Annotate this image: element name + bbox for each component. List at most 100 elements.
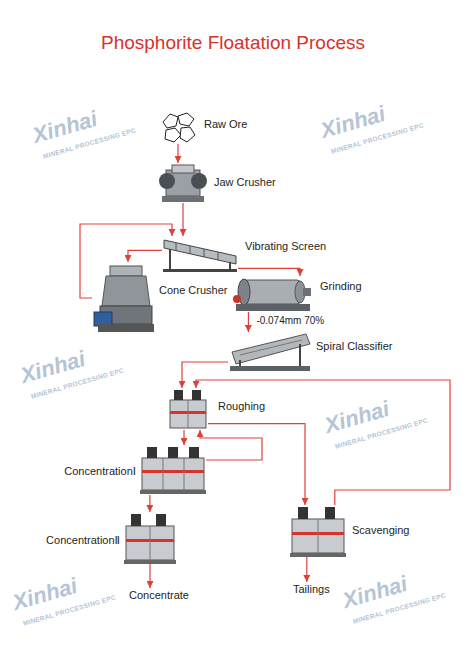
equipment-node: Roughing	[168, 388, 208, 430]
jaw-crusher-picture	[159, 165, 207, 202]
raw-ore-rocks	[163, 113, 195, 142]
equipment-node: Cone Crusher	[92, 262, 154, 334]
ball-mill-picture	[233, 279, 311, 311]
flotation-cell-picture	[290, 553, 346, 557]
vibrating-screen-picture	[169, 249, 171, 270]
cone-crusher-picture	[94, 312, 112, 326]
flow-arrow	[196, 380, 450, 505]
equipment-label: Vibrating Screen	[245, 240, 326, 253]
ball-mill-picture	[244, 280, 300, 304]
flotation-cell-picture	[170, 400, 206, 428]
output-label: Tailings	[290, 582, 333, 597]
flotation-cell-picture	[189, 447, 199, 458]
output-node: Tailings	[290, 582, 333, 597]
vibrating-screen-picture	[190, 246, 191, 254]
flow-arrow	[182, 203, 183, 236]
cone-crusher-picture	[98, 324, 154, 332]
flotation-cell-picture	[124, 514, 176, 564]
diagram-title: Phosphorite Floatation Process	[0, 32, 466, 54]
flotation-cell-picture	[124, 560, 176, 564]
vibrating-screen-picture	[229, 262, 231, 270]
flow-arrow	[238, 268, 300, 276]
flow-arrow	[183, 430, 184, 445]
flotation-cell-picture	[290, 507, 346, 557]
equipment-node: Spiral Classifier	[228, 332, 312, 372]
equipment-label: Grinding	[320, 280, 362, 293]
equipment-node: ConcentrationⅠ	[140, 445, 206, 495]
flotation-cell-picture	[188, 400, 189, 428]
jaw-crusher-picture	[172, 165, 194, 173]
equipment-node: Grinding	[232, 276, 314, 312]
jaw-crusher-picture	[162, 196, 204, 202]
vibrating-screen-picture	[164, 240, 236, 264]
equipment-label: Jaw Crusher	[214, 176, 276, 189]
spiral-classifier-picture	[230, 366, 310, 371]
flotation-cell-picture	[140, 447, 206, 494]
flotation-cell-picture	[168, 447, 178, 458]
flow-arrow	[208, 424, 305, 505]
equipment-label: Cone Crusher	[159, 284, 227, 297]
flotation-cell-picture	[192, 390, 201, 400]
equipment-node: Vibrating Screen	[162, 236, 238, 272]
vibrating-screen-picture	[218, 252, 219, 260]
equipment-node: Raw Ore	[160, 112, 196, 144]
cone-crusher-picture	[102, 276, 150, 306]
equipment-label: ConcentrationⅠ	[64, 465, 136, 478]
flotation-cell-picture	[142, 458, 204, 490]
output-label: Concentrate	[126, 588, 192, 603]
flow-arrow	[149, 495, 150, 512]
spiral-classifier-picture	[232, 334, 310, 364]
ball-mill-picture	[233, 295, 241, 303]
flotation-cell-picture	[131, 514, 141, 526]
flotation-cell-picture	[140, 490, 206, 494]
flotation-cell-picture	[150, 526, 151, 560]
flotation-cell-picture	[298, 507, 308, 519]
flow-arrow	[182, 362, 228, 388]
flotation-cell-picture	[318, 519, 319, 553]
ball-mill-picture	[236, 304, 310, 311]
vibrating-screen-picture	[204, 249, 205, 257]
output-node: Concentrate	[126, 588, 192, 603]
raw-ore-rocks	[163, 114, 178, 128]
jaw-crusher-picture	[159, 173, 175, 189]
jaw-crusher-picture	[191, 173, 207, 189]
flotation-cell-picture	[292, 519, 344, 553]
flotation-cell-picture	[184, 458, 185, 490]
cone-crusher-picture	[110, 266, 142, 276]
flow-arrow	[306, 557, 307, 582]
spiral-classifier-picture	[230, 334, 310, 371]
equipment-label: Raw Ore	[204, 118, 247, 131]
edge-label: -0.074mm 70%	[254, 315, 326, 327]
flow-arrow	[248, 312, 249, 332]
flotation-cell-picture	[325, 507, 335, 519]
equipment-node: ConcentrationⅡ	[124, 512, 176, 564]
equipment-node: Scavenging	[290, 505, 346, 557]
raw-ore-rocks	[180, 127, 195, 142]
flotation-cell-picture	[126, 526, 174, 560]
spiral-classifier-picture	[240, 340, 302, 355]
flow-arrow	[80, 224, 172, 298]
raw-ore-rocks	[165, 128, 181, 142]
flotation-cell-picture	[142, 470, 204, 473]
equipment-node: Jaw Crusher	[160, 163, 206, 203]
vibrating-screen-picture	[176, 243, 177, 251]
flow-arrow	[149, 564, 150, 588]
flotation-cell-picture	[170, 390, 206, 428]
flotation-cell-picture	[174, 390, 183, 400]
raw-ore-rocks	[178, 113, 194, 126]
vibrating-screen-picture	[163, 240, 237, 272]
equipment-label: Scavenging	[352, 524, 410, 537]
flow-arrow	[177, 144, 178, 163]
spiral-classifier-picture	[299, 344, 301, 368]
flotation-cell-picture	[163, 458, 164, 490]
flotation-cell-picture	[147, 447, 157, 458]
flow-arrow	[128, 250, 162, 262]
ball-mill-picture	[303, 288, 311, 296]
equipment-label: Roughing	[218, 400, 265, 413]
cone-crusher-picture	[94, 266, 154, 332]
flow-arrow	[200, 430, 262, 460]
vibrating-screen-picture	[163, 269, 237, 272]
